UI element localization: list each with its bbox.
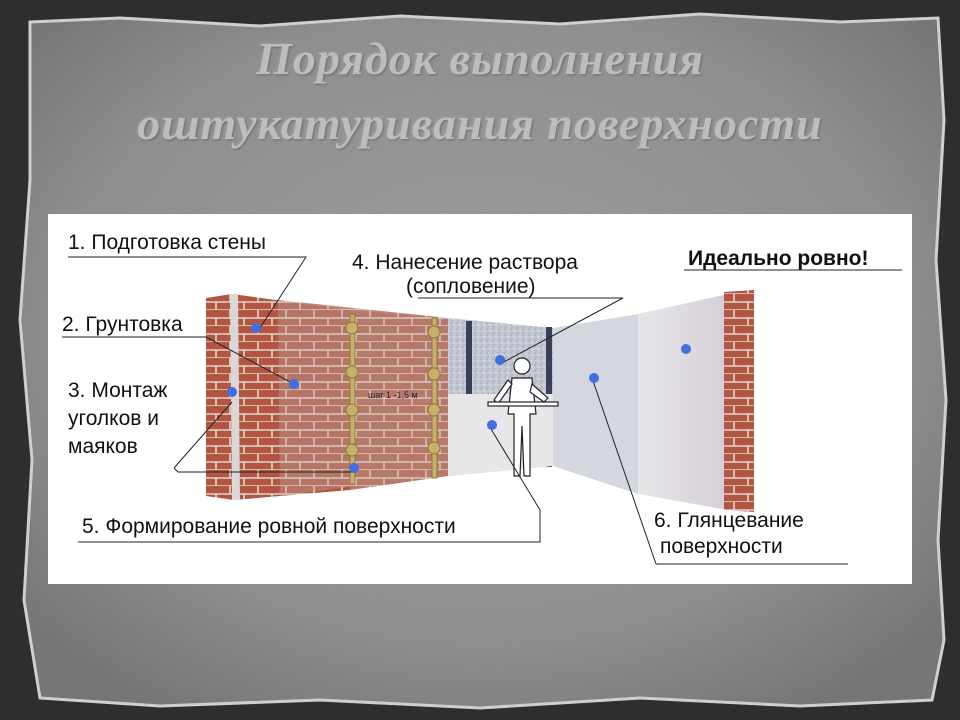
label-step3-line2: уголков и: [68, 407, 159, 430]
plastered-wall: [553, 314, 638, 494]
brick-wall-left-end: [206, 294, 234, 500]
corner-profile: [230, 294, 240, 500]
plastering-diagram: [62, 256, 902, 565]
label-step6-line2: поверхности: [660, 535, 783, 558]
label-perfect: Идеально ровно!: [688, 247, 869, 270]
wall-with-beacons: [348, 310, 448, 490]
label-step1: 1. Подготовка стены: [68, 231, 266, 254]
label-step4-line2: (сопловение): [406, 275, 536, 298]
label-step4-line1: 4. Нанесение раствора: [352, 251, 578, 274]
worker-figure: [487, 357, 559, 477]
diagram-panel: 1. Подготовка стены 2. Грунтовка 3. Монт…: [48, 214, 912, 584]
slide-title-line2: оштукатуривания поверхности: [137, 98, 823, 149]
slide-title-line1: Порядок выполнения: [256, 33, 704, 84]
label-spacing: шаг 1 -1,5 м: [368, 390, 418, 400]
label-step3-line3: маяков: [68, 435, 138, 458]
label-step2: 2. Грунтовка: [62, 313, 183, 336]
label-step5: 5. Формирование ровной поверхности: [82, 515, 456, 538]
finished-wall: [638, 294, 728, 510]
label-step3-line1: 3. Монтаж: [68, 379, 168, 402]
leader-lines: [62, 256, 902, 565]
step-markers: [227, 323, 691, 473]
beacons: [345, 313, 441, 485]
brick-wall-right-end: [724, 290, 754, 512]
label-step6-line1: 6. Глянцевание: [654, 509, 804, 532]
